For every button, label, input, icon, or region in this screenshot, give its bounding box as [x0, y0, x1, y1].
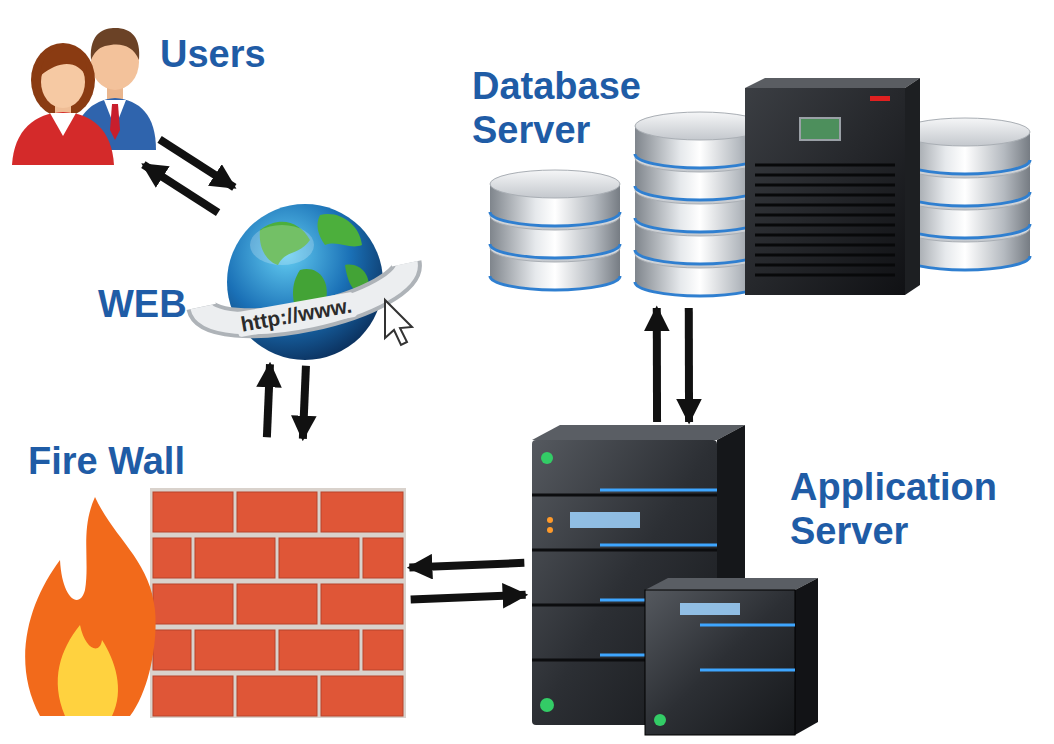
- users-node: Users: [10, 5, 272, 152]
- arrow-line: [303, 366, 306, 439]
- arrow-line: [685, 308, 693, 422]
- application-node: Application Server: [525, 422, 1050, 744]
- arrow-line: [411, 595, 526, 600]
- bidirectional-arrow: [143, 139, 234, 212]
- node-heading: Application Server: [790, 466, 1045, 553]
- server-icon: [532, 425, 818, 735]
- arrow-line: [143, 165, 218, 213]
- globe-icon: [201, 204, 413, 360]
- firewall-icon: [25, 488, 406, 718]
- web-node: WEB: [95, 200, 415, 365]
- arrow-line: [409, 563, 524, 568]
- bidirectional-arrow: [657, 308, 689, 422]
- bidirectional-arrow: [267, 364, 306, 439]
- node-heading: Database Server: [472, 65, 712, 152]
- bidirectional-arrow: [409, 563, 525, 600]
- node-heading: Fire Wall: [28, 440, 185, 484]
- arrow-line: [653, 308, 661, 422]
- node-heading: WEB: [98, 283, 187, 327]
- firewall-node: Fire Wall: [25, 438, 410, 718]
- database-node: Database Server: [468, 62, 1040, 308]
- users-figure: [12, 28, 156, 165]
- arrow-line: [267, 364, 270, 437]
- node-heading: Users: [160, 33, 266, 77]
